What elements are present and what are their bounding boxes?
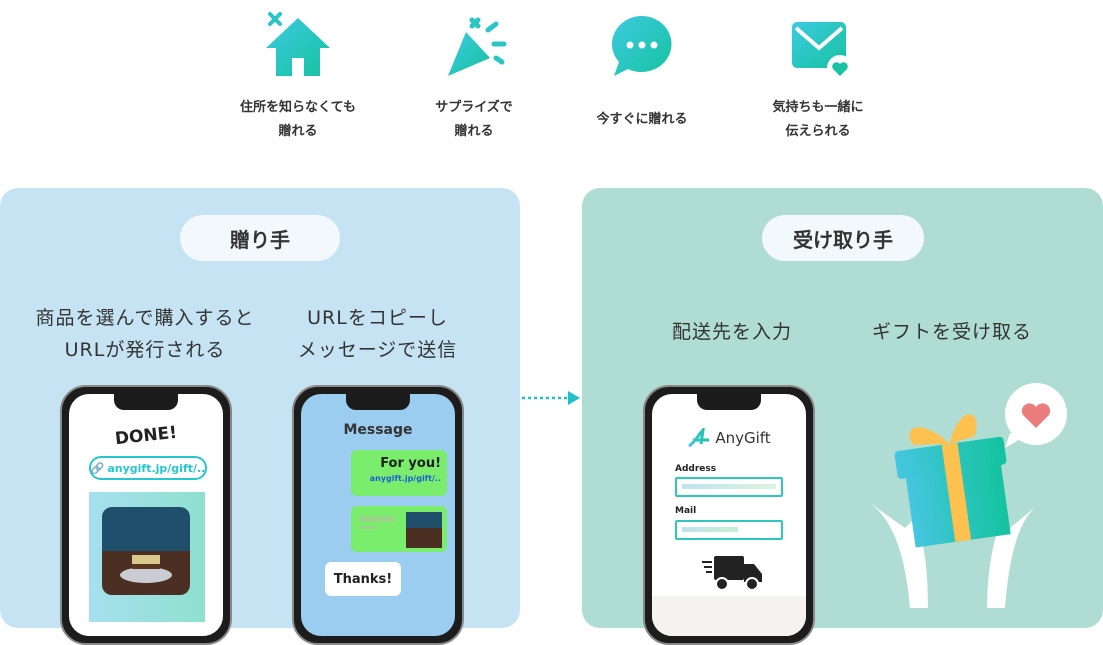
feature-surprise: サプライズで 贈れる (394, 10, 554, 144)
brand-logo: AnyGift (652, 428, 806, 448)
gift-box-icon (894, 414, 1011, 548)
house-icon (266, 12, 330, 76)
phone-done: DONE! 🔗anygift.jp/gift/.. (60, 385, 232, 645)
envelope-heart-icon (792, 22, 853, 81)
receiver-panel: 受け取り手 配送先を入力 ギフトを受け取る AnyGift Address Ma… (582, 188, 1103, 645)
address-label: Address (675, 464, 717, 474)
link-icon: 🔗 (90, 461, 105, 475)
bubble-text: For you! (380, 456, 441, 471)
feature-message: 気持ちも一緒に 伝えられる (738, 10, 898, 144)
receiver-step-1: 配送先を入力 (671, 321, 792, 343)
bubble-link[interactable]: anygift.jp/gift/.. (369, 474, 441, 483)
phone-message: Message For you! anygift.jp/gift/.. Than… (292, 385, 464, 645)
mail-input[interactable] (675, 520, 783, 540)
gift-card (89, 492, 205, 622)
gift-illustration (870, 383, 1067, 608)
heart-speech-bubble-icon (1005, 383, 1067, 448)
receiver-step-2: ギフトを受け取る (871, 321, 1032, 343)
anygift-logo-icon (688, 428, 710, 448)
product-image (102, 507, 190, 595)
gift-url-link[interactable]: 🔗anygift.jp/gift/.. (89, 456, 207, 480)
reply-bubble: Thanks! (325, 562, 401, 596)
sender-title: 贈り手 (180, 215, 340, 261)
mail-label: Mail (675, 506, 697, 516)
message-title: Message (343, 422, 413, 438)
feature-label: 今すぐに贈れる (596, 112, 688, 127)
phone-form: AnyGift Address Mail (643, 385, 815, 645)
feature-label: 気持ちも一緒に 伝えられる (772, 100, 864, 139)
feature-no-address: 住所を知らなくても 贈れる (218, 10, 378, 144)
party-popper-icon (448, 17, 507, 76)
receiver-title: 受け取り手 (762, 215, 924, 261)
sender-step-1: 商品を選んで購入すると URLが発行される (35, 307, 255, 361)
feature-label: サプライズで 贈れる (435, 100, 513, 139)
flow-arrow-icon (522, 391, 580, 405)
done-text: DONE! (114, 422, 178, 450)
message-bubble-preview (351, 506, 447, 552)
feature-label: 住所を知らなくても 贈れる (240, 100, 356, 139)
preview-image (406, 512, 442, 548)
sender-panel: 贈り手 商品を選んで購入すると URLが発行される URLをコピーし メッセージ… (0, 188, 520, 645)
sender-step-2: URLをコピーし メッセージで送信 (297, 307, 458, 361)
brand-name: AnyGift (715, 429, 771, 447)
message-bubble-gift: For you! anygift.jp/gift/.. (351, 450, 447, 496)
address-input[interactable] (675, 477, 783, 497)
chat-bubble-icon (611, 15, 672, 77)
feature-instant: 今すぐに贈れる (562, 10, 722, 144)
gift-url: anygift.jp/gift/.. (107, 461, 206, 475)
delivery-truck-icon (702, 556, 762, 591)
